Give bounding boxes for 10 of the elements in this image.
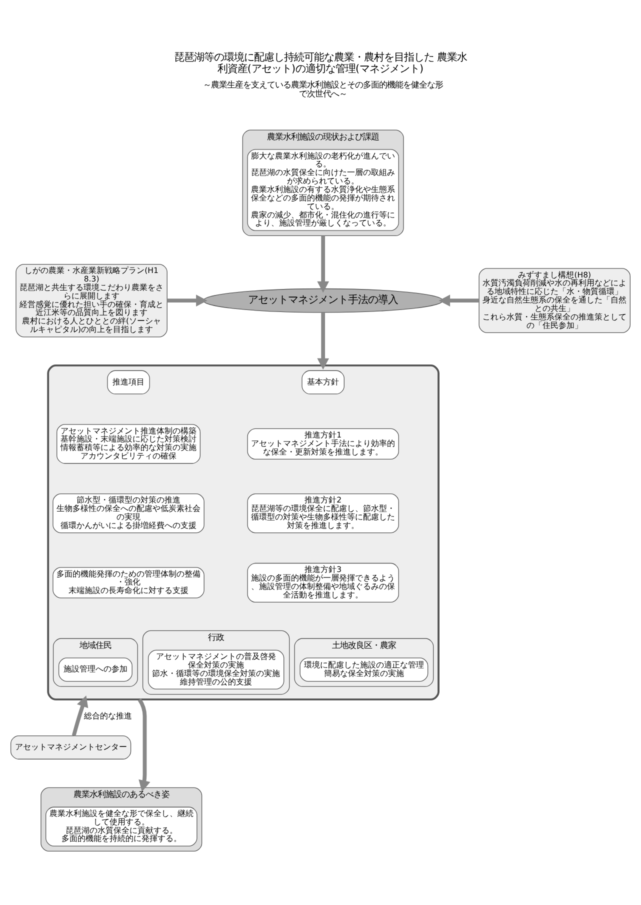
- arrow: [317, 235, 330, 292]
- arrow: [72, 695, 88, 736]
- cluster: [47, 364, 440, 700]
- diagram-title: 琵琶湖等の環境に配慮し持続可能な農業・農村を目指した 農業水利資産(アセット)の適切な管理(マネジメント): [174, 50, 468, 75]
- arrow: [167, 294, 208, 306]
- node-ellipse: アセットマネジメント手法の導入: [203, 288, 444, 312]
- arrow: [317, 312, 330, 370]
- arrow: [438, 294, 479, 306]
- label: ～農業生産を支えている農業水利施設とその多面的機能を健全な形で次世代へ～: [203, 78, 444, 98]
- arrow: [138, 698, 150, 792]
